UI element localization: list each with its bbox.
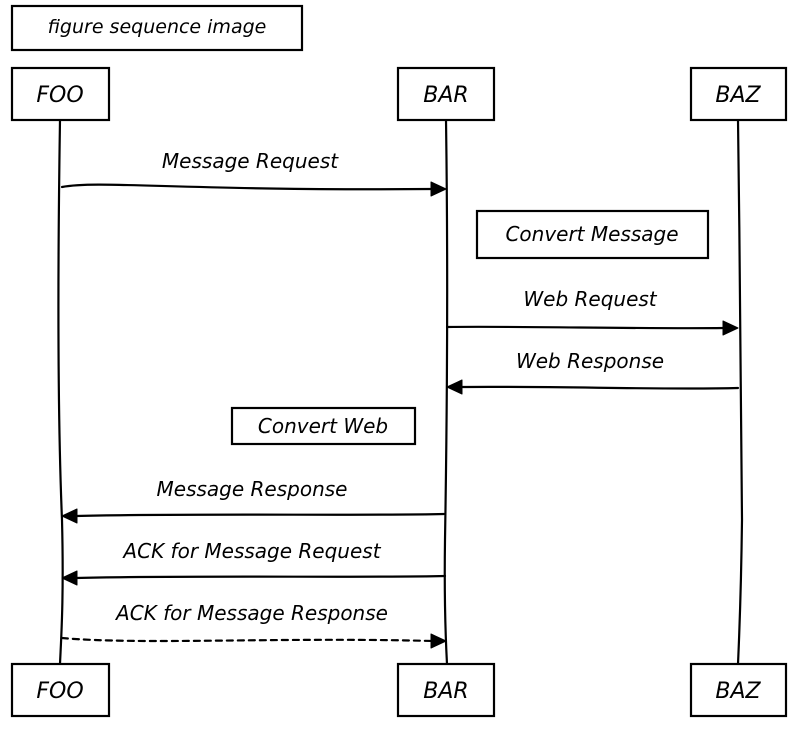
message-message-request: Message Request: [60, 149, 447, 197]
participant-foo-label: FOO: [36, 83, 83, 108]
participant-bar-label: BAR: [423, 83, 468, 108]
message-label: ACK for Message Response: [114, 601, 388, 625]
note-label: Convert Web: [258, 414, 388, 438]
participant-baz-label: BAZ: [715, 83, 761, 108]
participant-bar-bottom: BAR: [396, 662, 496, 718]
message-label: Web Response: [516, 349, 664, 373]
message-web-request: Web Request: [445, 287, 739, 336]
message-message-response: Message Response: [61, 477, 446, 524]
message-arrow: [60, 183, 435, 191]
participant-foo-top: FOO: [10, 66, 111, 122]
message-ack-message-request: ACK for Message Request: [61, 539, 447, 586]
message-label: Web Request: [523, 287, 657, 311]
arrowhead: [446, 379, 463, 395]
message-label: ACK for Message Request: [121, 539, 381, 563]
participant-foo-label: FOO: [36, 679, 83, 704]
lifeline-foo: [57, 118, 64, 666]
participant-baz-label: BAZ: [715, 679, 761, 704]
participant-baz-bottom: BAZ: [689, 662, 788, 718]
note-convert-message: Convert Message: [475, 209, 710, 260]
diagram-title: figure sequence image: [10, 4, 304, 52]
note-convert-web: Convert Web: [230, 406, 417, 446]
arrowhead: [430, 633, 447, 649]
message-label: Message Request: [162, 149, 339, 173]
participant-bar-top: BAR: [396, 66, 496, 122]
message-label: Message Response: [157, 477, 348, 501]
message-web-response: Web Response: [446, 349, 740, 395]
participant-baz-top: BAZ: [689, 66, 788, 122]
message-ack-message-response: ACK for Message Response: [60, 601, 447, 649]
participant-bar-label: BAR: [423, 679, 468, 704]
lifeline-bar: [443, 118, 449, 666]
arrowhead: [61, 508, 78, 524]
message-arrow: [445, 325, 726, 330]
message-arrow-dashed: [60, 636, 435, 643]
diagram-title-label: figure sequence image: [48, 16, 267, 38]
arrowhead: [61, 570, 78, 586]
note-label: Convert Message: [505, 222, 678, 246]
arrowhead: [722, 320, 739, 336]
arrowhead: [430, 181, 447, 197]
message-arrow: [74, 574, 447, 580]
participant-foo-bottom: FOO: [10, 662, 111, 718]
message-arrow: [458, 385, 740, 390]
lifeline-baz: [736, 118, 744, 666]
message-arrow: [74, 512, 446, 518]
